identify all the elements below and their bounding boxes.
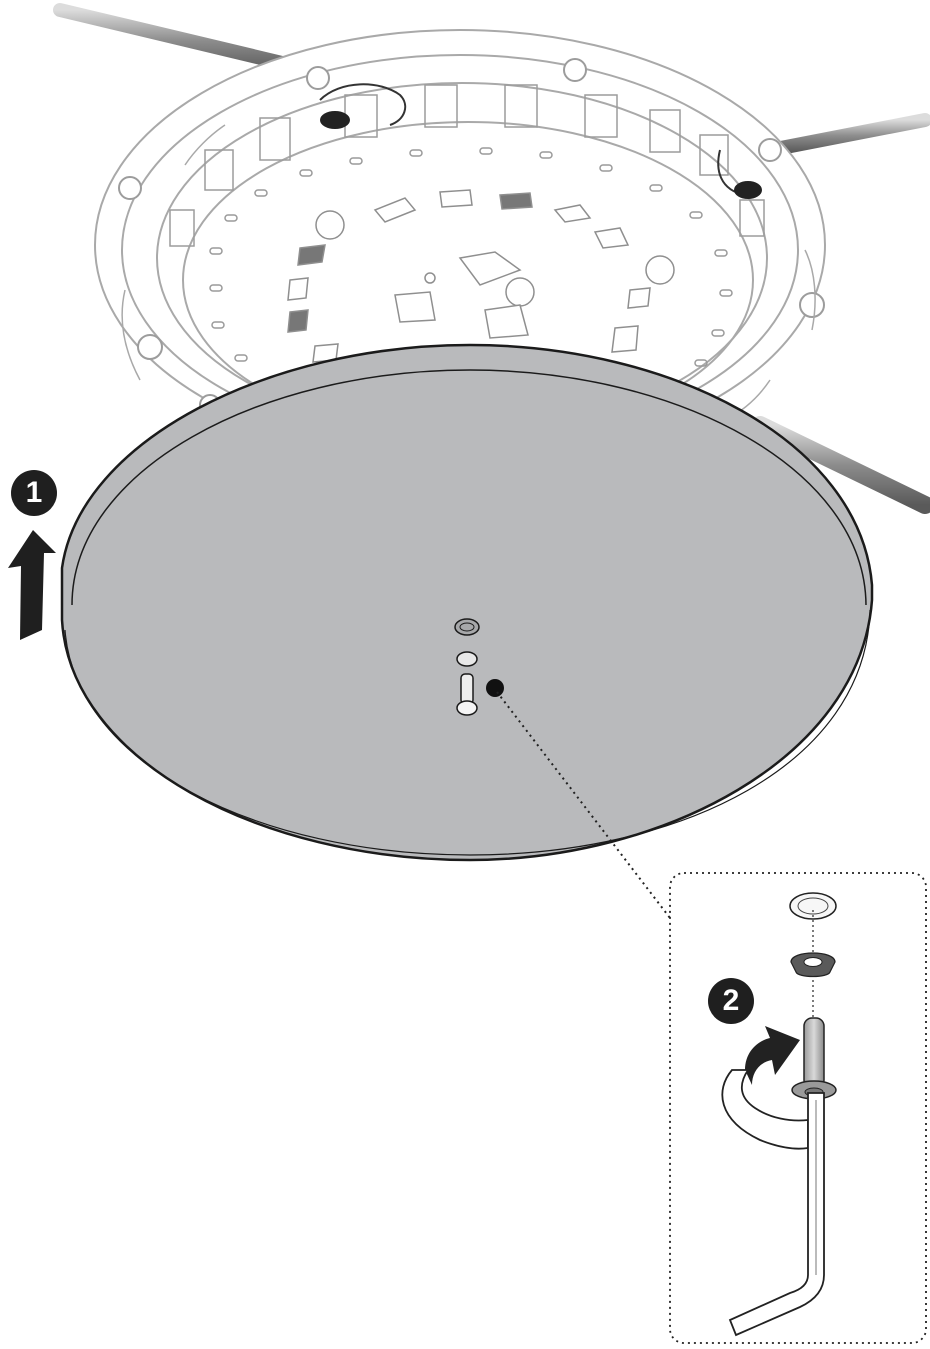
rotate-arrow-icon <box>745 1026 800 1085</box>
arrow-up-icon <box>8 530 56 640</box>
cover-plate <box>62 345 872 860</box>
plate-lock-washer <box>457 652 477 666</box>
rotate-band <box>722 1070 808 1149</box>
plate-screw-shaft <box>461 674 473 704</box>
detail-inset <box>708 893 836 1335</box>
screw-shaft-icon <box>804 1018 824 1088</box>
callout-marker <box>486 679 504 697</box>
wire-clip-right <box>734 181 762 199</box>
plate-cap-hole <box>455 619 479 635</box>
cover-plate-body <box>62 345 872 860</box>
detail-inset-frame <box>670 873 926 1343</box>
step-2-number: 2 <box>708 978 754 1024</box>
plate-screw-head <box>457 701 477 715</box>
step-1-number: 1 <box>11 470 57 516</box>
wire-clip-left <box>320 111 350 129</box>
lock-washer-icon <box>791 953 835 977</box>
